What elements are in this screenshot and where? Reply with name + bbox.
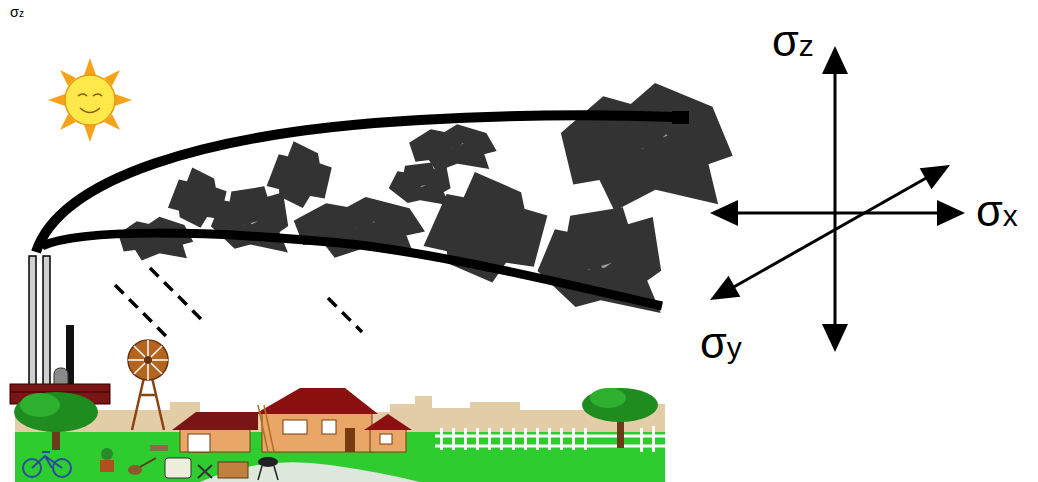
bench — [150, 445, 168, 451]
picket — [560, 428, 563, 450]
tree-canopy — [590, 388, 626, 408]
tree-canopy — [582, 388, 658, 422]
picket — [536, 428, 539, 450]
bicycle-frame — [32, 452, 62, 468]
picket — [512, 428, 515, 450]
smokestack — [29, 256, 36, 396]
arrowhead — [822, 324, 848, 352]
house-wall — [370, 428, 406, 452]
plume-edge-end — [672, 111, 689, 124]
box — [218, 462, 248, 478]
tree-canopy — [20, 393, 60, 417]
tree-canopy — [14, 392, 98, 432]
factory — [10, 256, 110, 404]
house-main — [255, 388, 378, 452]
picket — [524, 428, 527, 450]
picket — [548, 428, 551, 450]
sun-disc — [65, 75, 115, 125]
sun-ray — [84, 125, 96, 142]
caption-symbol: σz — [10, 4, 24, 21]
window — [322, 420, 336, 434]
sun-smile — [80, 108, 100, 113]
picket — [584, 428, 587, 450]
house-roof — [364, 414, 412, 430]
sun-ray — [84, 58, 96, 75]
tool — [198, 465, 212, 478]
flower-pot — [100, 460, 114, 472]
picket — [488, 428, 491, 450]
deposition-line — [328, 298, 362, 332]
tree-right — [582, 388, 658, 448]
dispersion-axes — [710, 46, 965, 352]
windmill — [128, 340, 168, 430]
deposition-line — [150, 268, 203, 321]
pollutant-cloud — [560, 226, 640, 290]
deposition-dashes — [115, 268, 362, 338]
arrowhead — [710, 276, 740, 300]
arrowhead — [710, 200, 738, 226]
house-far — [364, 414, 412, 452]
door — [345, 428, 355, 452]
windmill-hub — [144, 356, 152, 364]
picket — [452, 428, 455, 450]
y-axis — [732, 177, 928, 288]
tree-left — [14, 392, 98, 450]
barbecue — [258, 457, 278, 467]
guitar-neck — [140, 458, 156, 467]
barbecue-legs — [258, 466, 278, 480]
picket — [572, 428, 575, 450]
house-roof — [255, 388, 378, 414]
axis-label: σx — [976, 186, 1018, 236]
sun-eyes — [78, 94, 102, 96]
pollutant-cloud — [180, 180, 216, 216]
television — [165, 458, 191, 478]
picket — [440, 428, 443, 450]
house-roof — [172, 412, 258, 430]
pollutant-cloud — [400, 170, 440, 196]
sun-rays — [48, 58, 132, 142]
deposition-line — [115, 285, 168, 338]
pollutant-cloud — [424, 133, 480, 160]
arrowhead — [937, 200, 965, 226]
yard-items — [23, 445, 278, 480]
ladder — [258, 405, 274, 452]
house-wall — [180, 428, 250, 452]
path — [200, 462, 420, 482]
windmill-wheel — [128, 340, 168, 380]
sun — [48, 58, 132, 142]
picket — [476, 428, 479, 450]
garage-door — [188, 434, 210, 452]
smokestack — [43, 256, 50, 396]
sun-ray — [48, 94, 65, 106]
sun-ray — [115, 94, 132, 106]
picket — [500, 428, 503, 450]
windmill-blades — [128, 340, 168, 380]
plume-lower-edge — [42, 233, 662, 306]
house-wall — [262, 412, 372, 452]
picket — [464, 428, 467, 450]
window — [283, 420, 307, 434]
picket — [652, 426, 655, 452]
plant — [101, 448, 113, 460]
window — [380, 434, 392, 444]
picket — [640, 428, 643, 452]
arrowhead — [822, 46, 848, 74]
axis-label: σy — [700, 318, 742, 368]
x-axis — [735, 212, 940, 215]
axis-label: σz — [772, 16, 814, 66]
pollutant-cloud — [449, 195, 525, 261]
pollutant-cloud — [280, 155, 320, 195]
pollutant-clouds — [131, 108, 700, 290]
arrowhead — [920, 165, 950, 189]
z-axis — [834, 70, 837, 328]
house-small — [172, 412, 258, 452]
